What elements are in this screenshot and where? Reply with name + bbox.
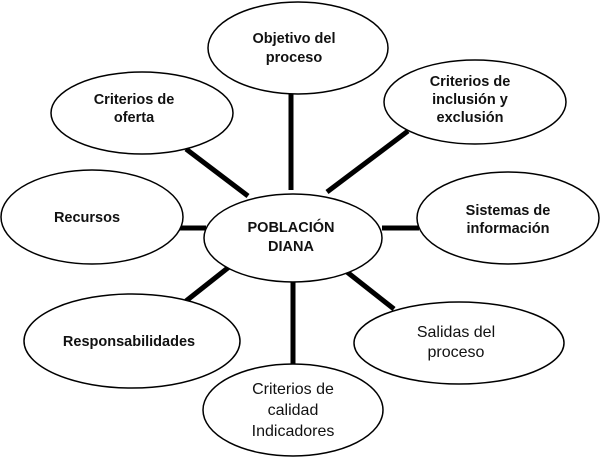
node-calidad: Criterios de calidad Indicadores xyxy=(202,363,384,457)
node-label: información xyxy=(467,221,550,237)
connector-salidas xyxy=(345,270,396,311)
node-salidas: Salidas del proceso xyxy=(353,301,565,385)
node-label: Criterios de xyxy=(430,74,511,90)
node-label: exclusión xyxy=(437,110,504,126)
node-label: Responsabilidades xyxy=(63,334,195,350)
node-label: inclusión y xyxy=(432,92,508,108)
connector-responsabilidades xyxy=(184,265,231,303)
node-label: proceso xyxy=(428,344,485,361)
node-label: Criterios de xyxy=(252,381,334,398)
connectors xyxy=(180,93,419,365)
node-label: Salidas del xyxy=(417,324,495,341)
node-label: Objetivo del xyxy=(253,31,336,47)
node-label: Recursos xyxy=(54,210,120,226)
center-label: DIANA xyxy=(268,239,314,255)
connector-oferta xyxy=(184,147,250,198)
node-sistemas: Sistemas de información xyxy=(416,171,600,265)
node-label: calidad xyxy=(268,402,319,419)
node-label: Sistemas de xyxy=(466,203,551,219)
node-label: proceso xyxy=(266,50,323,66)
node-inclusion: Criterios de inclusión y exclusión xyxy=(383,59,567,145)
node-label: Indicadores xyxy=(252,423,335,440)
node-label: oferta xyxy=(114,110,155,126)
node-objetivo: Objetivo del proceso xyxy=(207,1,389,95)
node-label: Criterios de xyxy=(94,92,175,108)
center-label: POBLACIÓN xyxy=(248,218,335,236)
node-oferta: Criterios de oferta xyxy=(50,71,234,155)
connector-inclusion xyxy=(325,129,410,194)
node-responsabilidades: Responsabilidades xyxy=(23,293,241,389)
node-recursos: Recursos xyxy=(0,169,184,265)
center-node-poblacion-diana: POBLACIÓN DIANA xyxy=(203,193,383,283)
